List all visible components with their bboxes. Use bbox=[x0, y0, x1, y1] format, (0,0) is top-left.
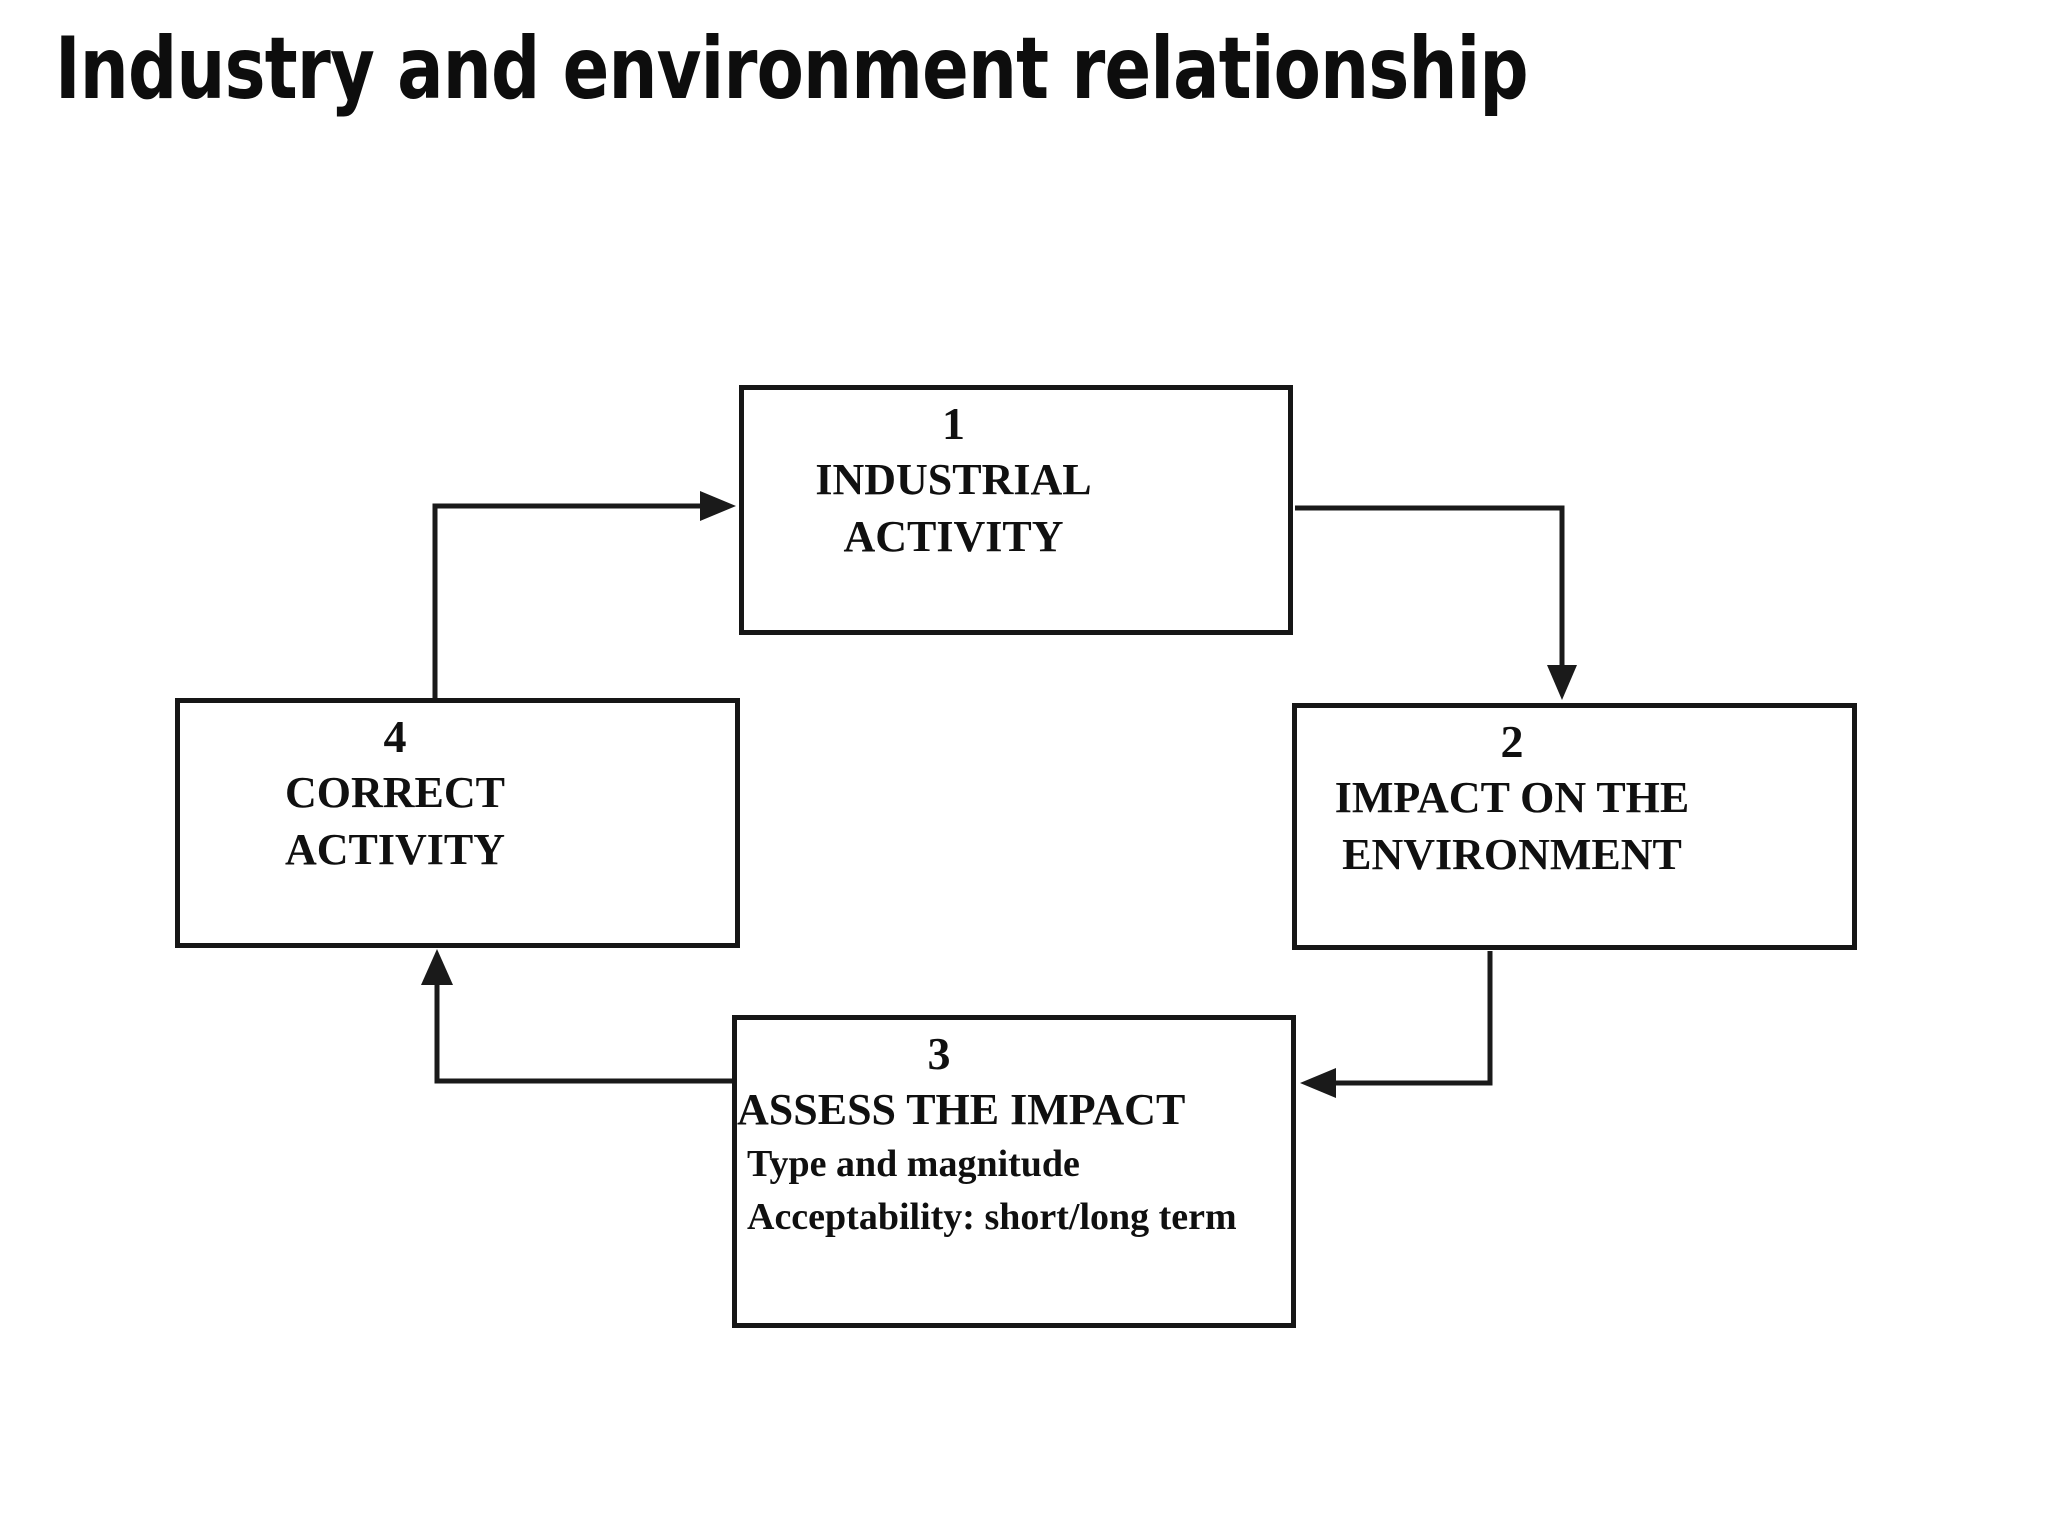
node-assess-impact: 3 ASSESS THE IMPACT Type and magnitude A… bbox=[732, 1015, 1296, 1328]
node-text-block: 2 IMPACT ON THE ENVIRONMENT bbox=[1297, 708, 1727, 883]
node-number: 1 bbox=[942, 398, 965, 449]
connector-1-to-2 bbox=[1295, 505, 1565, 668]
node-number: 4 bbox=[383, 711, 407, 762]
arrowhead-into-1 bbox=[700, 491, 736, 521]
slide-title: Industry and environment relationship bbox=[55, 19, 1529, 119]
node-detail-line: Acceptability: short/long term bbox=[747, 1196, 1237, 1239]
node-correct-activity: 4 CORRECT ACTIVITY bbox=[175, 698, 740, 948]
node-number: 3 bbox=[927, 1028, 951, 1079]
node-title-line: IMPACT ON THE bbox=[1334, 772, 1690, 822]
node-text-block: 1 INDUSTRIAL ACTIVITY bbox=[744, 390, 1163, 565]
connector-4-to-1 bbox=[432, 503, 702, 698]
node-text-block: 3 ASSESS THE IMPACT bbox=[737, 1020, 1186, 1138]
node-number: 2 bbox=[1500, 716, 1524, 767]
node-title-line: CORRECT bbox=[284, 767, 506, 817]
node-title-line: ASSESS THE IMPACT bbox=[737, 1084, 1186, 1134]
arrowhead-into-3 bbox=[1300, 1068, 1336, 1098]
node-title-line: INDUSTRIAL bbox=[815, 454, 1092, 504]
node-title-line: ACTIVITY bbox=[843, 512, 1064, 562]
connector-3-to-4 bbox=[434, 985, 737, 1084]
node-industrial-activity: 1 INDUSTRIAL ACTIVITY bbox=[739, 385, 1293, 635]
node-title-line: ACTIVITY bbox=[284, 825, 506, 875]
arrowhead-into-4 bbox=[421, 949, 453, 985]
node-detail-line: Type and magnitude bbox=[747, 1143, 1080, 1186]
arrowhead-into-2 bbox=[1547, 665, 1577, 700]
node-title-line: ENVIRONMENT bbox=[1342, 830, 1682, 880]
node-impact-on-environment: 2 IMPACT ON THE ENVIRONMENT bbox=[1292, 703, 1857, 950]
node-text-block: 4 CORRECT ACTIVITY bbox=[180, 703, 610, 878]
connector-2-to-3 bbox=[1334, 951, 1493, 1086]
